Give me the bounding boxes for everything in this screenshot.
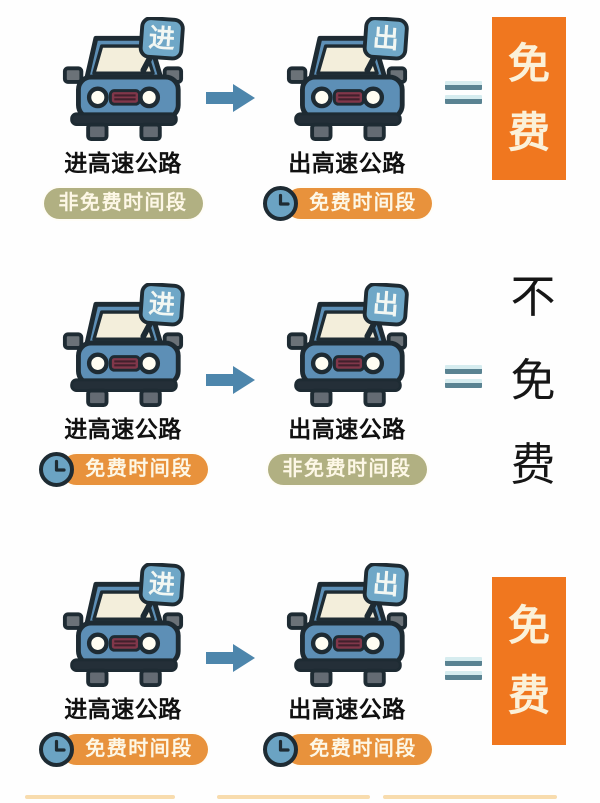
- car-front-icon: 出: [283, 563, 411, 687]
- exit-tag: 出: [372, 288, 400, 320]
- car-front-icon: 进: [59, 17, 187, 141]
- right-arrow-icon: [206, 643, 256, 673]
- cropped-badge-edge: [217, 795, 370, 799]
- enter-label: 进高速公路: [64, 416, 182, 442]
- result-box-free: 免费: [492, 17, 566, 180]
- enter-tag: 进: [148, 22, 176, 54]
- time-badge: 免费时间段: [285, 188, 432, 219]
- exit-unit: 出 出高速公路 免费时间段: [252, 563, 442, 768]
- enter-badge: 免费时间段: [38, 451, 208, 488]
- enter-badge: 免费时间段: [38, 731, 208, 768]
- result-text-not-free: 不免费: [500, 270, 566, 487]
- exit-badge: 免费时间段: [262, 185, 432, 222]
- equals-icon: [445, 657, 482, 680]
- exit-label: 出高速公路: [288, 150, 406, 176]
- result-char: 费: [510, 439, 556, 490]
- result-char: 免: [507, 40, 550, 88]
- rule-row-3: 进 进高速公路 免费时间段 出 出高速公路 免费时间段 免费: [0, 563, 600, 803]
- result-char: 不: [510, 271, 556, 322]
- exit-tag: 出: [372, 568, 400, 600]
- exit-unit: 出 出高速公路 非免费时间段: [252, 283, 442, 488]
- enter-label: 进高速公路: [64, 696, 182, 722]
- time-badge: 非免费时间段: [267, 454, 427, 485]
- enter-label: 进高速公路: [64, 150, 182, 176]
- enter-badge: 非免费时间段: [43, 185, 203, 222]
- exit-label: 出高速公路: [288, 696, 406, 722]
- time-badge: 免费时间段: [285, 734, 432, 765]
- result-char: 费: [507, 672, 550, 719]
- time-badge: 免费时间段: [61, 734, 208, 765]
- exit-badge: 非免费时间段: [267, 451, 427, 488]
- rule-row-1: 进 进高速公路 非免费时间段 出 出高速公路 免费时间段 免费: [0, 17, 600, 257]
- car-front-icon: 出: [283, 17, 411, 141]
- result-box-free: 免费: [492, 577, 566, 745]
- equals-icon: [445, 81, 482, 104]
- enter-tag: 进: [148, 568, 176, 600]
- clock-icon: [38, 451, 75, 488]
- result-char: 免: [507, 602, 550, 649]
- clock-icon: [262, 185, 299, 222]
- exit-badge: 免费时间段: [262, 731, 432, 768]
- cropped-badge-edge: [25, 795, 175, 799]
- enter-unit: 进 进高速公路 免费时间段: [28, 563, 218, 768]
- right-arrow-icon: [206, 83, 256, 113]
- car-front-icon: 进: [59, 283, 187, 407]
- exit-unit: 出 出高速公路 免费时间段: [252, 17, 442, 222]
- enter-unit: 进 进高速公路 非免费时间段: [28, 17, 218, 222]
- time-badge: 免费时间段: [61, 454, 208, 485]
- car-front-icon: 进: [59, 563, 187, 687]
- enter-unit: 进 进高速公路 免费时间段: [28, 283, 218, 488]
- cropped-badge-edge: [383, 795, 557, 799]
- time-badge: 非免费时间段: [43, 188, 203, 219]
- result-char: 免: [510, 355, 556, 406]
- result-char: 费: [507, 108, 550, 156]
- clock-icon: [38, 731, 75, 768]
- car-front-icon: 出: [283, 283, 411, 407]
- enter-tag: 进: [148, 288, 176, 320]
- right-arrow-icon: [206, 365, 256, 395]
- exit-label: 出高速公路: [288, 416, 406, 442]
- rule-row-2: 进 进高速公路 免费时间段 出 出高速公路 非免费时间段 不免费: [0, 274, 600, 523]
- equals-icon: [445, 365, 482, 388]
- clock-icon: [262, 731, 299, 768]
- exit-tag: 出: [372, 22, 400, 54]
